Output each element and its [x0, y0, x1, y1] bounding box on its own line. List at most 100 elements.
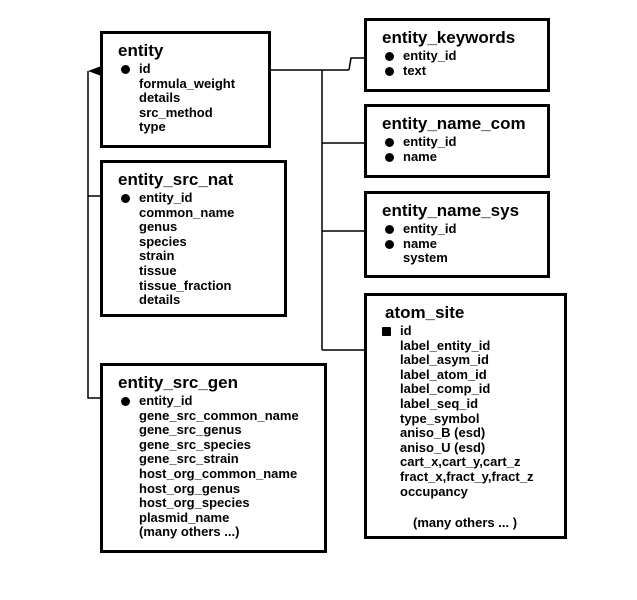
field-row: host_org_species: [118, 495, 324, 511]
key-bullet-icon: [121, 397, 130, 406]
field-name: entity_id: [139, 190, 193, 205]
field-row: details: [118, 90, 268, 106]
field-name: name: [403, 235, 437, 251]
field-row: src_method: [118, 104, 268, 121]
field-name: text: [403, 62, 427, 78]
key-bullet-icon: [385, 52, 394, 61]
field-name: plasmid_name: [139, 509, 230, 525]
field-name: type_symbol: [400, 410, 480, 426]
field-row: entity_id: [118, 393, 324, 409]
key-bullet-icon: [382, 327, 391, 336]
field-row: details: [118, 292, 284, 308]
field-row: name: [382, 148, 547, 165]
field-name: (many others ...): [139, 524, 240, 540]
field-row: entity_id: [382, 221, 547, 237]
field-name: host_org_genus: [139, 480, 241, 496]
field-name: gene_src_species: [139, 436, 252, 452]
field-row: species: [118, 233, 284, 250]
field-name: details: [139, 90, 181, 106]
field-name: label_atom_id: [400, 366, 487, 382]
table-title: entity_name_com: [382, 114, 526, 133]
field-name: gene_src_common_name: [139, 407, 299, 423]
field-row: fract_x,fract_y,fract_z: [379, 468, 564, 485]
field-name: fract_x,fract_y,fract_z: [400, 468, 534, 484]
field-name: gene_src_strain: [139, 451, 239, 467]
field-name: cart_x,cart_y,cart_z: [400, 454, 521, 470]
field-name: strain: [139, 248, 175, 264]
field-row: cart_x,cart_y,cart_z: [379, 455, 564, 470]
field-row: entity_id: [382, 48, 547, 64]
field-name: label_asym_id: [400, 352, 489, 368]
field-name: entity_id: [403, 221, 457, 236]
field-name: tissue_fraction: [139, 277, 232, 293]
table-title: atom_site: [385, 303, 465, 322]
field-name: details: [139, 292, 181, 308]
field-row: type: [118, 120, 268, 135]
field-row: label_comp_id: [379, 382, 564, 397]
field-row: tissue: [118, 262, 284, 279]
field-name: gene_src_genus: [139, 422, 242, 438]
field-row: label_seq_id: [379, 395, 564, 412]
field-row: gene_src_species: [118, 436, 324, 453]
field-row: name: [382, 235, 547, 252]
field-row: gene_src_strain: [118, 452, 324, 467]
field-row: formula_weight: [118, 75, 268, 92]
many-others-note: (many others ... ): [413, 515, 518, 530]
key-bullet-icon: [121, 194, 130, 203]
field-name: host_org_common_name: [139, 465, 298, 481]
field-row: label_entity_id: [379, 337, 564, 354]
field-row: system: [382, 250, 547, 266]
field-row: type_symbol: [379, 410, 564, 427]
field-name: name: [403, 148, 437, 164]
field-name: type: [139, 119, 166, 135]
field-name: id: [139, 61, 151, 76]
table-title: entity: [118, 41, 164, 60]
field-row: text: [382, 62, 547, 79]
field-row: plasmid_name: [118, 509, 324, 526]
field-row: aniso_U (esd): [379, 439, 564, 456]
field-row: common_name: [118, 205, 284, 221]
field-name: src_method: [139, 104, 213, 120]
field-name: tissue: [139, 262, 177, 278]
field-row: genus: [118, 219, 284, 235]
field-name: genus: [139, 219, 178, 235]
field-row: label_atom_id: [379, 366, 564, 383]
field-name: species: [139, 233, 187, 249]
table-title: entity_src_nat: [118, 170, 234, 189]
key-bullet-icon: [385, 66, 394, 76]
table-title: entity_src_gen: [118, 373, 238, 392]
field-row: entity_id: [382, 134, 547, 150]
field-row: id: [379, 323, 564, 339]
field-name: occupancy: [400, 483, 468, 499]
field-row: gene_src_common_name: [118, 407, 324, 424]
field-name: host_org_species: [139, 495, 250, 511]
key-bullet-icon: [385, 225, 394, 234]
field-name: id: [400, 323, 412, 338]
field-row: gene_src_genus: [118, 422, 324, 438]
key-bullet-icon: [385, 152, 394, 162]
field-row: label_asym_id: [379, 352, 564, 368]
field-name: aniso_U (esd): [400, 439, 486, 455]
field-row: tissue_fraction: [118, 277, 284, 294]
field-row: entity_id: [118, 190, 284, 206]
field-row: occupancy: [379, 483, 564, 500]
field-name: entity_id: [403, 48, 457, 63]
field-name: entity_id: [403, 134, 457, 149]
field-row: aniso_B (esd): [379, 425, 564, 441]
field-name: label_comp_id: [400, 381, 491, 397]
field-name: label_seq_id: [400, 395, 479, 411]
field-name: system: [403, 250, 448, 266]
field-row: host_org_genus: [118, 480, 324, 497]
table-title: entity_name_sys: [382, 201, 520, 220]
key-bullet-icon: [121, 65, 130, 74]
table-title: entity_keywords: [382, 28, 516, 47]
field-name: label_entity_id: [400, 337, 491, 353]
field-name: formula_weight: [139, 75, 236, 91]
